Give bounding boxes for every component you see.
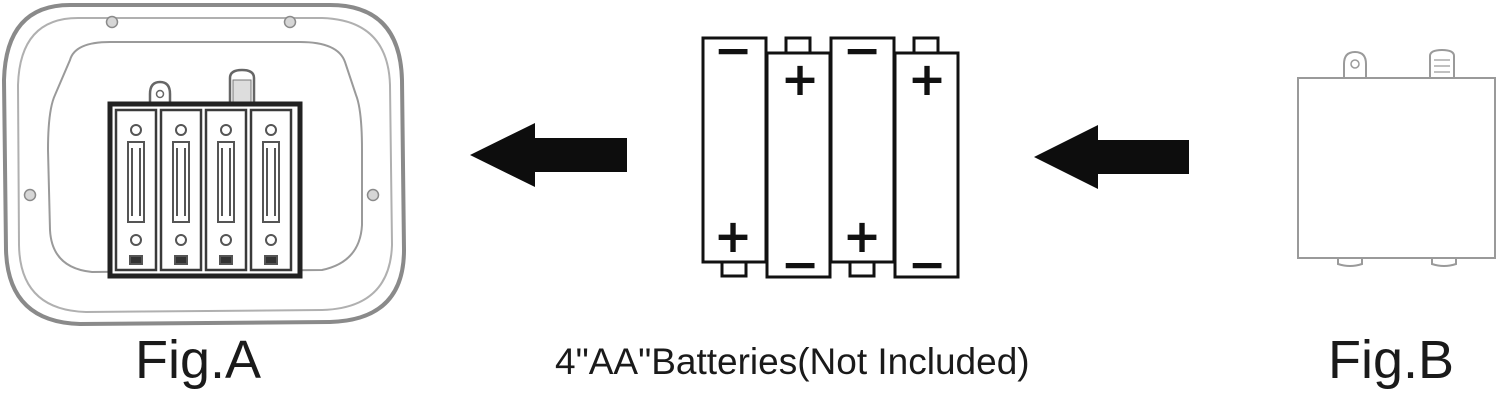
battery-body <box>829 36 896 264</box>
screw-icon <box>366 188 380 202</box>
contact-spring <box>130 124 142 136</box>
contact-plate <box>129 255 143 265</box>
slot-contact-details <box>127 124 280 265</box>
plus-symbol: + <box>781 52 820 106</box>
latch-ridge <box>232 79 252 103</box>
cover-plate <box>1297 77 1496 259</box>
battery-nub <box>848 260 876 278</box>
battery-body <box>765 51 832 279</box>
fig-a-device <box>1 3 407 327</box>
batteries-label: 4"AA"Batteries(Not Included) <box>555 341 1030 382</box>
minus-symbol: − <box>714 23 753 77</box>
device-inner-rim <box>16 17 394 314</box>
minus-symbol: − <box>908 237 947 291</box>
fig-b-battery-cover <box>1297 48 1496 267</box>
contact-spring <box>220 234 232 246</box>
aa-battery <box>829 36 896 278</box>
screw-icon <box>23 188 37 202</box>
contact-spring <box>265 234 277 246</box>
arrow-left-icon <box>470 123 627 187</box>
arrow-left-icon <box>1034 125 1189 189</box>
battery-body <box>893 51 960 279</box>
battery-nub <box>720 260 748 278</box>
aa-battery <box>765 36 832 279</box>
contact-plate <box>219 255 233 265</box>
contact-spring <box>130 234 142 246</box>
minus-symbol: − <box>843 23 882 77</box>
battery-slot <box>204 108 248 272</box>
minus-symbol: − <box>781 237 820 291</box>
cover-foot <box>1337 258 1363 267</box>
aa-battery <box>893 36 960 279</box>
cover-tab <box>1343 50 1367 78</box>
slot-groove <box>127 141 145 223</box>
contact-plate <box>174 255 188 265</box>
polarity-symbols: − + + − − + + − <box>714 23 947 291</box>
battery-slot <box>249 108 293 272</box>
tab-hole <box>1350 59 1360 69</box>
cover-latch <box>1429 48 1455 78</box>
slot-groove <box>172 141 190 223</box>
screw-icon <box>105 15 119 29</box>
contact-spring <box>220 124 232 136</box>
battery-nub <box>912 36 940 55</box>
plus-symbol: + <box>908 52 947 106</box>
plus-symbol: + <box>714 209 753 263</box>
contact-spring <box>175 124 187 136</box>
compartment-slots <box>114 108 293 272</box>
cover-foot <box>1431 258 1457 267</box>
battery-slot <box>159 108 203 272</box>
device-panel <box>46 41 363 274</box>
slot-groove <box>217 141 235 223</box>
device-outer-shell <box>1 3 407 327</box>
fig-a-label: Fig.A <box>135 330 262 390</box>
battery-nub <box>784 36 812 55</box>
compartment-tab <box>148 80 172 104</box>
aa-batteries-group <box>701 36 960 279</box>
battery-slot <box>114 108 158 272</box>
tab-hole <box>155 89 165 99</box>
screw-icon <box>283 15 297 29</box>
contact-plate <box>264 255 278 265</box>
fig-b-label: Fig.B <box>1328 330 1455 390</box>
contact-spring <box>175 234 187 246</box>
plus-symbol: + <box>843 209 882 263</box>
contact-spring <box>265 124 277 136</box>
slot-groove <box>262 141 280 223</box>
